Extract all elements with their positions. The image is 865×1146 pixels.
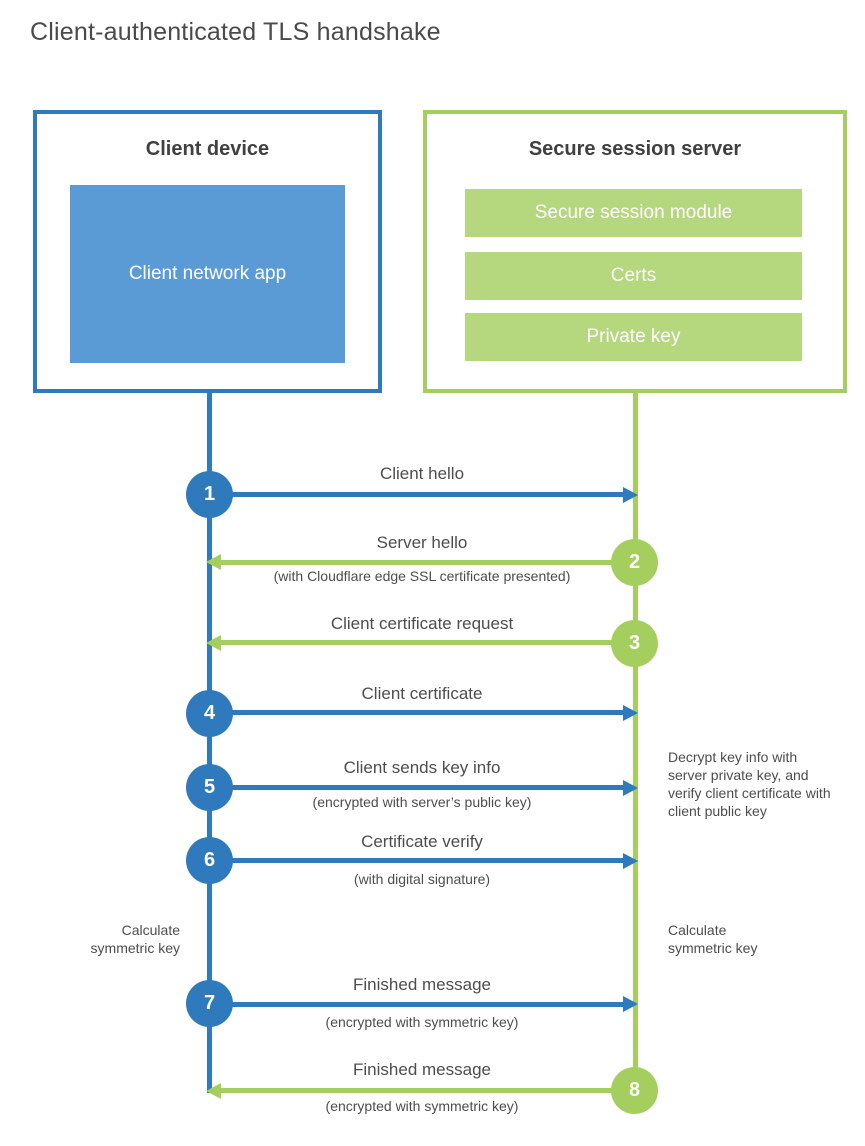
message-arrow — [221, 1088, 635, 1093]
message-label: Client sends key info — [343, 758, 501, 777]
arrow-right-icon — [623, 853, 638, 869]
server-module-private-key: Private key — [465, 313, 802, 361]
message-sublabel: (with digital signature) — [353, 871, 491, 887]
message-arrow — [209, 710, 623, 715]
message-sublabel: (encrypted with server’s public key) — [312, 794, 532, 810]
arrow-right-icon — [623, 780, 638, 796]
step-circle: 8 — [611, 1067, 658, 1114]
server-module-certs: Certs — [465, 252, 802, 300]
message-arrow — [221, 640, 635, 645]
message-label: Client certificate — [361, 684, 483, 703]
message-sublabel: (with Cloudflare edge SSL certificate pr… — [273, 568, 571, 584]
arrow-right-icon — [623, 705, 638, 721]
arrow-right-icon — [623, 996, 638, 1012]
client-lifeline — [207, 393, 212, 1093]
message-arrow — [209, 1002, 623, 1007]
message-sublabel: (encrypted with symmetric key) — [325, 1098, 519, 1114]
arrow-left-icon — [206, 1083, 221, 1099]
step-circle: 5 — [186, 764, 233, 811]
server-decrypt-note: Decrypt key info with server private key… — [668, 749, 831, 819]
message-label: Client hello — [379, 464, 465, 483]
message-label: Finished message — [353, 975, 491, 994]
step-circle: 6 — [186, 837, 233, 884]
step-circle: 1 — [186, 471, 233, 518]
message-arrow — [209, 492, 623, 497]
client-network-app-box: Client network app — [70, 185, 345, 363]
arrow-left-icon — [206, 554, 221, 570]
server-calculate-note: Calculate symmetric key — [668, 922, 758, 956]
step-circle: 2 — [611, 539, 658, 586]
arrow-left-icon — [206, 635, 221, 651]
message-label: Certificate verify — [361, 832, 483, 851]
message-arrow — [221, 560, 635, 565]
message-arrow — [209, 858, 623, 863]
page-title: Client-authenticated TLS handshake — [30, 18, 441, 46]
client-calculate-note: Calculate symmetric key — [90, 922, 180, 956]
message-label: Finished message — [353, 1060, 491, 1079]
message-label: Client certificate request — [330, 614, 514, 633]
arrow-right-icon — [623, 487, 638, 503]
server-lifeline — [633, 393, 638, 1093]
message-sublabel: (encrypted with symmetric key) — [325, 1014, 519, 1030]
client-device-title: Client device — [145, 138, 270, 160]
step-circle: 4 — [186, 690, 233, 737]
secure-session-server-title: Secure session server — [528, 138, 742, 160]
server-module-secure-session: Secure session module — [465, 189, 802, 237]
step-circle: 3 — [611, 620, 658, 667]
step-circle: 7 — [186, 980, 233, 1027]
message-arrow — [209, 785, 623, 790]
message-label: Server hello — [376, 533, 468, 552]
client-network-app-label: Client network app — [128, 263, 287, 284]
